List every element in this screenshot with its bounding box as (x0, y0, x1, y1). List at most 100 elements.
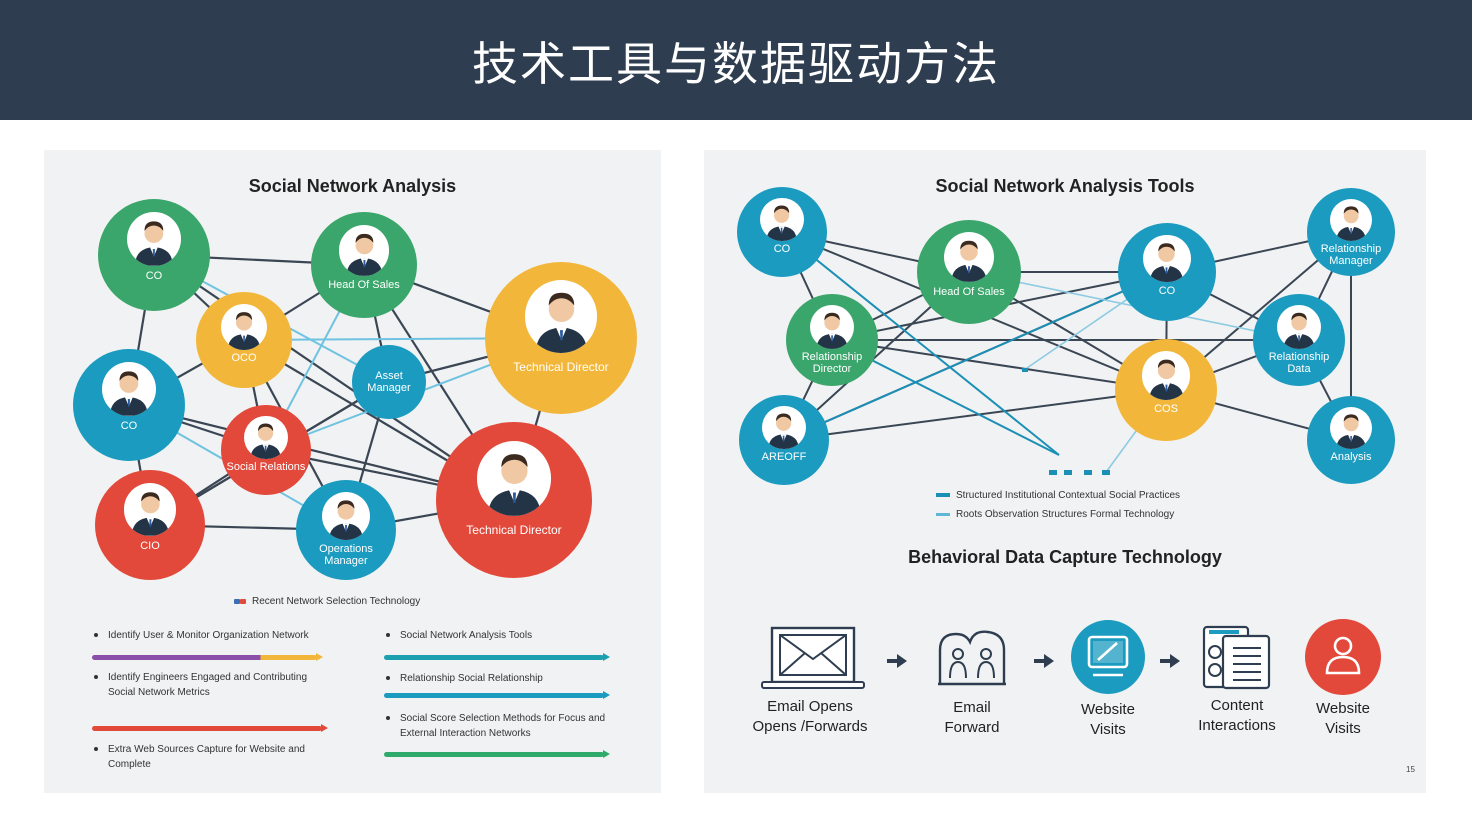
left-bullet-2: Social Network Analysis Tools (386, 628, 620, 643)
left-network-node-label: Head Of Sales (328, 279, 400, 292)
legend-swatch-icon (234, 598, 240, 604)
avatar (244, 415, 288, 459)
left-bar-4 (384, 691, 610, 699)
left-network-node: Social Relations (221, 405, 311, 495)
avatar (1141, 351, 1191, 401)
right-network-node-label: Head Of Sales (933, 285, 1005, 298)
avatar (1143, 234, 1191, 282)
left-legend-text: Recent Network Selection Technology (252, 596, 421, 607)
left-network-node-label: CO (120, 420, 138, 433)
content-document-icon (1202, 625, 1271, 690)
social-network-analysis-panel: Social Network Analysis (44, 150, 661, 793)
avatar (760, 197, 804, 241)
person-icon (131, 492, 169, 536)
step-5-line2: Visits (1325, 720, 1361, 737)
person-icon (1336, 413, 1366, 449)
person-icon (1283, 312, 1315, 350)
right-network-node: Relationship Manager (1307, 188, 1395, 276)
left-network-node-label: Technical Director (513, 359, 609, 374)
right-network-node-label: Relationship Manager (1320, 242, 1382, 267)
person-icon (346, 233, 382, 276)
social-network-analysis-tools-panel: Social Network Analysis Tools (704, 150, 1426, 793)
step-4-line1: Content (1210, 697, 1264, 714)
avatar (123, 483, 177, 536)
legend-swatch-icon (240, 598, 246, 604)
right-network-node: CO (1118, 223, 1216, 321)
left-bullet-4: Relationship Social Relationship (386, 671, 620, 686)
step-content-interactions: Content Interactions (1198, 624, 1276, 734)
avatar (322, 492, 370, 540)
right-network-node: COS (1115, 339, 1217, 441)
right-network-markers (1022, 368, 1110, 475)
person-icon (951, 241, 987, 283)
right-network-node-label: CO (773, 243, 791, 256)
left-network-node-label: CO (145, 270, 163, 283)
right-panel-title: Social Network Analysis Tools (935, 176, 1195, 196)
right-network-node: Relationship Data (1253, 294, 1345, 386)
left-bullet-6: Social Score Selection Methods for Focus… (386, 711, 620, 741)
right-network-node-label: Analysis (1330, 450, 1372, 463)
left-bullet-1: Identify User & Monitor Organization Net… (94, 628, 358, 643)
step-1-line2: Opens /Forwards (752, 718, 868, 735)
avatar (127, 212, 181, 267)
right-network-node-label: Relationship Data (1268, 351, 1330, 376)
person-icon (768, 413, 800, 449)
person-icon (135, 221, 173, 267)
right-network-node-label: COS (1154, 403, 1178, 416)
left-bar-1 (92, 653, 323, 661)
left-network-node: Head Of Sales (311, 212, 417, 318)
person-icon (250, 423, 282, 459)
left-network-node: OCO (196, 292, 292, 388)
behavioral-data-title: Behavioral Data Capture Technology (908, 547, 1222, 567)
right-network-node: AREOFF (739, 395, 829, 485)
avatar (809, 305, 855, 350)
avatar (476, 440, 552, 516)
left-network-node: Technical Director (485, 262, 637, 414)
left-network-node: Operations Manager (296, 480, 396, 580)
page-number: 15 (1406, 765, 1415, 774)
avatar (338, 224, 390, 276)
avatar (762, 405, 806, 449)
person-icon (816, 312, 848, 350)
step-3-line2: Visits (1090, 721, 1126, 738)
person-icon (1336, 205, 1366, 241)
right-network-node-label: AREOFF (761, 451, 807, 464)
left-network-node-label: OCO (231, 352, 257, 365)
left-network-node-label: Technical Director (466, 522, 562, 537)
person-icon (1148, 359, 1184, 401)
header-bar: 技术工具与数据驱动方法 (0, 0, 1472, 120)
envelope-laptop-icon (761, 626, 865, 689)
left-bullet-3: Identify Engineers Engaged and Contribut… (94, 672, 308, 698)
left-network-node: CIO (95, 470, 205, 580)
right-network-node-label: Relationship Director (801, 351, 863, 376)
avatar (944, 232, 994, 283)
right-network-edges (781, 231, 1352, 476)
person-icon (1150, 242, 1184, 282)
step-5-line1: Website (1316, 700, 1370, 717)
left-network-node-label: CIO (140, 539, 160, 552)
left-bar-3 (384, 653, 610, 661)
avatar (1329, 198, 1373, 241)
person-icon (110, 371, 148, 417)
step-1-line1: Email Opens (767, 698, 853, 715)
step-4-line2: Interactions (1198, 717, 1276, 734)
right-network-node-label: CO (1158, 284, 1176, 297)
arrow-right-icon (1160, 654, 1180, 668)
avatar (1329, 406, 1373, 449)
step-website-visits-2: Website Visits (1305, 619, 1381, 737)
user-icon (1305, 619, 1381, 695)
step-email-opens: Email Opens Opens /Forwards (752, 625, 868, 735)
person-icon (766, 205, 798, 241)
right-network-node: Relationship Director (786, 294, 878, 386)
arrow-right-icon (1034, 654, 1054, 668)
step-website-visits: Website Visits (1071, 620, 1145, 738)
avatar (102, 362, 156, 417)
legend-swatch-icon (936, 512, 950, 516)
step-2-line1: Email (953, 699, 991, 716)
right-network-node: Analysis (1307, 396, 1395, 484)
legend-swatch-icon (936, 493, 950, 498)
arrow-right-icon (887, 654, 907, 668)
step-2-line2: Forward (944, 719, 1000, 736)
right-legend-2-text: Roots Observation Structures Formal Tech… (956, 509, 1175, 520)
right-legend-1: Structured Institutional Contextual Soci… (936, 490, 1180, 501)
